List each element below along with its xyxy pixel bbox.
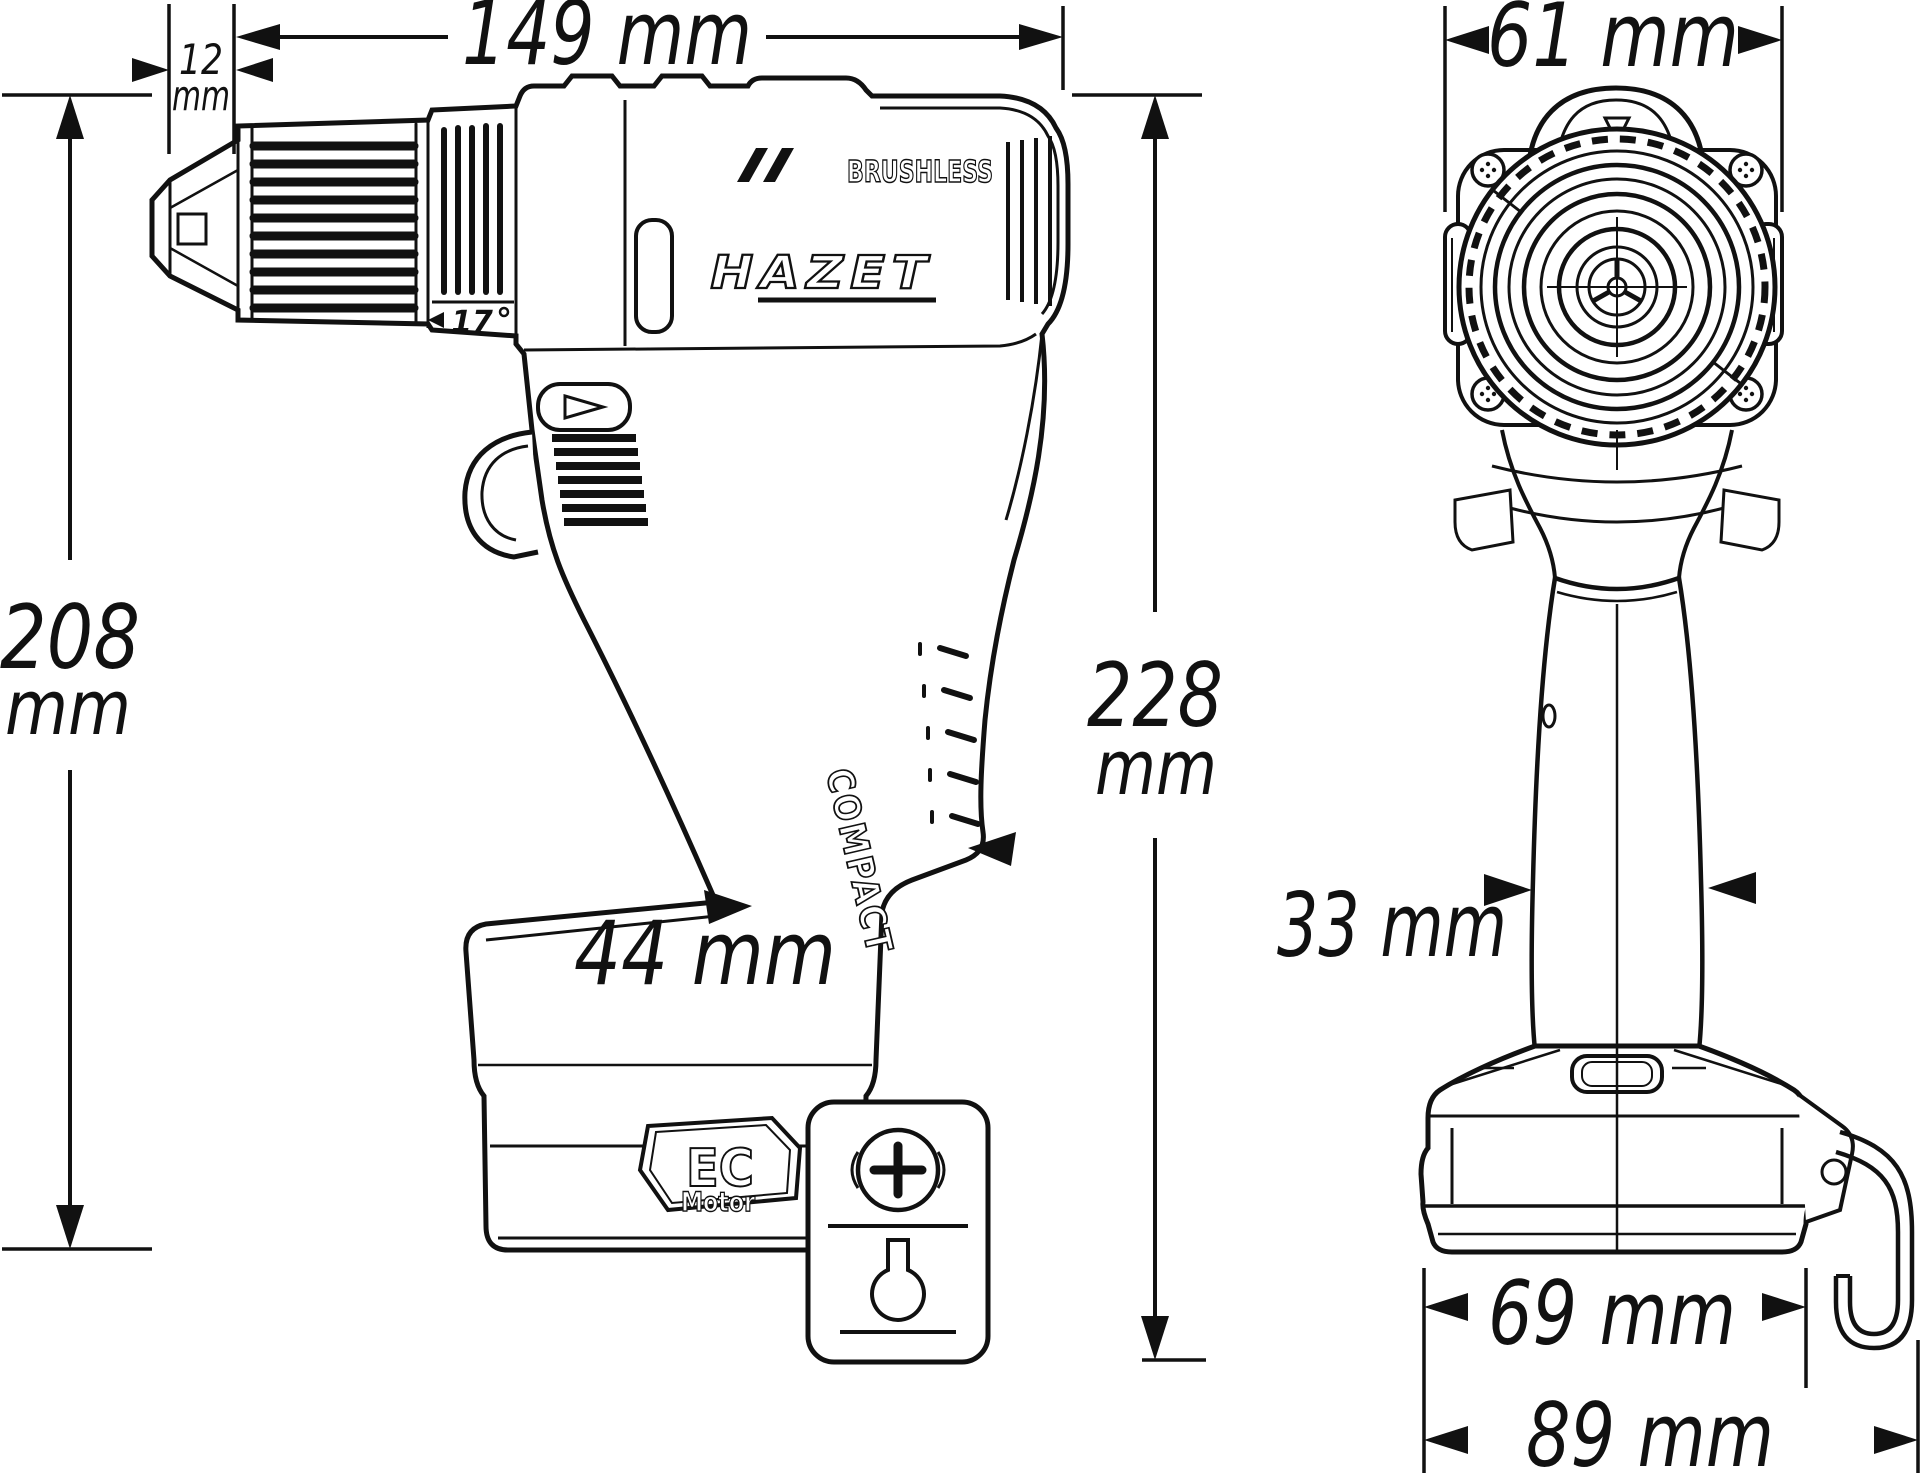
dim-label-89: 89 mm <box>1526 1384 1774 1473</box>
dim-label-44: 44 mm <box>574 902 836 1005</box>
brushless-label: BRUSHLESS <box>847 155 993 190</box>
dim-label-228-unit: mm <box>1095 723 1217 812</box>
dim-label-33: 33 mm <box>1277 874 1507 977</box>
base: EC Motor <box>478 914 872 1240</box>
drill-silhouette <box>149 73 1071 1253</box>
dim-label-208-unit: mm <box>5 663 131 752</box>
dimension-grip-depth: 44 mm <box>574 832 1016 1005</box>
screw-icon <box>850 1127 946 1213</box>
direction-switch <box>536 382 632 432</box>
dim-label-228: 228 <box>1087 644 1223 747</box>
grip-texture <box>918 642 981 827</box>
dimension-height-body: 208 mm <box>0 93 152 1251</box>
dimension-grip-width: 33 mm <box>1277 872 1756 977</box>
degree-mark-icon <box>498 306 510 318</box>
keyhole-icon <box>870 1238 926 1322</box>
dimension-head-width: 61 mm <box>1443 0 1784 212</box>
housing-side-inlay <box>634 218 674 334</box>
ec-badge-text: EC <box>686 1139 754 1199</box>
direction-arrow-icon <box>563 394 609 420</box>
dimension-height-total: 228 mm <box>1072 93 1223 1362</box>
vent-ribs <box>552 434 648 526</box>
handle-detail-oval <box>1541 703 1557 729</box>
clip-pivot-icon <box>1820 1158 1848 1186</box>
chuck-face <box>1456 126 1778 448</box>
dim-label-149: 149 mm <box>462 0 752 85</box>
dim-label-12-unit: mm <box>172 71 230 120</box>
motor-vents <box>1006 136 1052 306</box>
mounting-plate <box>805 1099 991 1365</box>
base-front <box>1418 1043 1816 1255</box>
dim-label-208: 208 <box>0 586 140 689</box>
dimension-length-total: 149 mm <box>236 0 1065 90</box>
brand-logo: HAZET <box>711 246 934 299</box>
trigger <box>462 429 539 560</box>
dim-label-61: 61 mm <box>1487 0 1739 87</box>
torque-collar: 17 <box>426 108 518 340</box>
motor-housing: BRUSHLESS HAZET <box>523 100 1060 521</box>
torque-scale-mark: 17 <box>451 305 493 340</box>
handle-front <box>1529 574 1705 1053</box>
dimension-width-with-clip: 89 mm <box>1424 1340 1920 1473</box>
dim-label-69: 69 mm <box>1488 1262 1736 1365</box>
chuck-sleeve <box>236 122 419 324</box>
belt-clip-hook <box>1796 1092 1915 1351</box>
dimension-chuck-tip: 12 mm <box>132 4 273 154</box>
motor-badge-text: Motor <box>681 1187 756 1218</box>
torque-pointer-icon <box>428 312 444 328</box>
side-view: 17 BRUSHLESS HAZET <box>149 73 1071 1365</box>
dimension-base-width: 69 mm <box>1422 1262 1808 1473</box>
speed-slash-icon <box>737 148 794 182</box>
dim-label-12: 12 <box>179 35 223 84</box>
neck <box>1453 429 1781 579</box>
ec-badge-frame <box>637 1115 803 1213</box>
chuck-nose <box>168 168 239 288</box>
front-view <box>1418 85 1915 1351</box>
